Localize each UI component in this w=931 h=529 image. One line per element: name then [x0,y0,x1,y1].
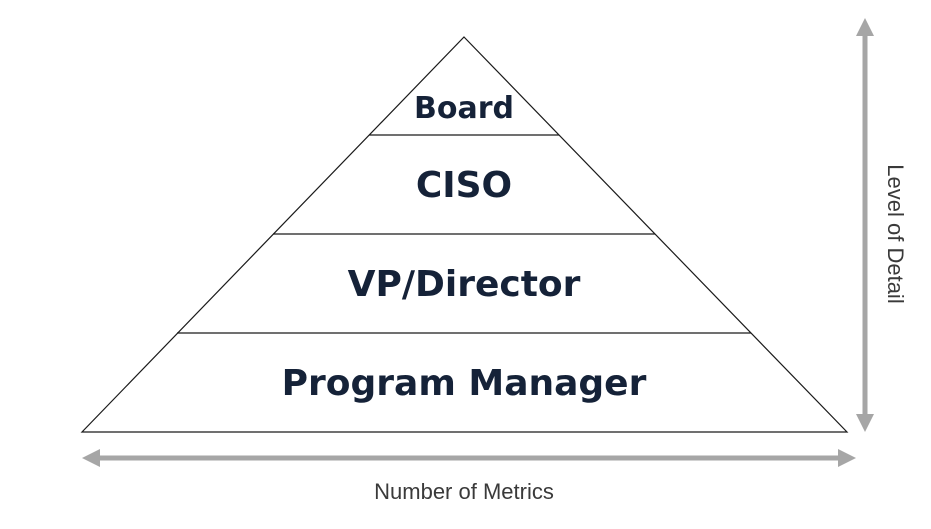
tier-label-ciso: CISO [416,165,512,206]
vertical-axis-label: Level of Detail [883,164,908,303]
tier-label-program-manager: Program Manager [282,363,647,404]
horizontal-axis-label: Number of Metrics [374,479,554,504]
vertical-double-arrow [856,18,874,432]
tier-label-vp-director: VP/Director [348,264,581,305]
horizontal-double-arrow [82,449,856,467]
tier-label-board: Board [414,91,514,126]
